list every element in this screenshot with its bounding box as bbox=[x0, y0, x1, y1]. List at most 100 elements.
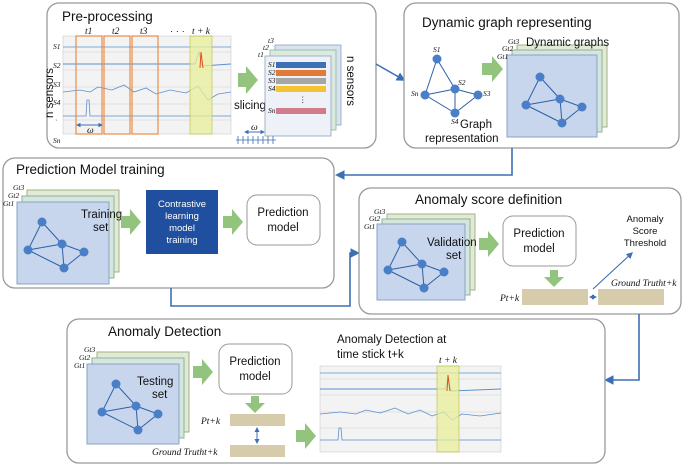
graph-caption-2: representation bbox=[425, 133, 499, 145]
preprocessing-title: Pre-processing bbox=[62, 9, 153, 24]
detection-window-label: t + k bbox=[439, 356, 458, 366]
node-label-s2: S2 bbox=[458, 78, 466, 87]
training-model-line-1: Prediction bbox=[257, 207, 308, 219]
timestep-ticks bbox=[236, 136, 276, 144]
cl-line-1: Contrastive bbox=[158, 199, 206, 210]
stack-label-gt1: Gt1 bbox=[497, 52, 508, 61]
score-down-arrow bbox=[544, 270, 564, 287]
slice-row-dots: ⋮ bbox=[299, 95, 307, 104]
window-label-t3: t3 bbox=[140, 27, 148, 37]
slice-label-t1: t1 bbox=[258, 50, 264, 59]
sensor-timeseries-chart bbox=[62, 35, 232, 135]
cl-line-4: training bbox=[166, 235, 197, 246]
sensor-label-dots: · bbox=[55, 115, 58, 124]
slice-row-s4: S4 bbox=[268, 84, 276, 93]
sensor-label-s2: S2 bbox=[53, 61, 61, 70]
training-title: Prediction Model training bbox=[16, 162, 165, 177]
threshold-line-3: Threshold bbox=[624, 238, 666, 249]
detection-ground-truth-bar bbox=[230, 445, 285, 457]
slice-row-s3: S3 bbox=[268, 76, 276, 85]
score-gt-label: Ground Trutht+k bbox=[611, 279, 677, 289]
score-ground-truth-bar bbox=[598, 289, 664, 305]
sensor-graph bbox=[420, 54, 483, 118]
detection-title: Anomaly Detection bbox=[108, 324, 221, 339]
testing-arrow bbox=[193, 359, 213, 385]
detection-result-chart bbox=[319, 365, 502, 453]
score-prediction-bar bbox=[522, 289, 588, 305]
sensor-label-s3: S3 bbox=[53, 80, 61, 89]
sensor-label-sn: Sn bbox=[53, 136, 61, 145]
node-label-sn: Sn bbox=[411, 89, 419, 98]
slicing-arrow bbox=[238, 66, 258, 94]
dynamic-graph-stack bbox=[506, 44, 608, 138]
anomaly-detection-panel: Anomaly Detection Gt3 Gt2 Gt1 Testing se… bbox=[66, 318, 606, 464]
training-gt2: Gt2 bbox=[8, 191, 20, 200]
slice-label-t3: t3 bbox=[268, 36, 274, 45]
sliced-window-stack bbox=[264, 44, 342, 137]
detection-prediction-model-box bbox=[218, 343, 293, 395]
training-arrow-2 bbox=[223, 209, 243, 235]
cl-line-2: learning bbox=[165, 211, 199, 222]
n-sensors-axis-label: n sensors bbox=[44, 68, 56, 118]
detection-model-line-2: model bbox=[239, 371, 270, 383]
contrastive-learning-box bbox=[146, 190, 218, 254]
slice-label-t2: t2 bbox=[263, 43, 269, 52]
slicing-label: slicing bbox=[234, 100, 266, 112]
score-prediction-model-box bbox=[502, 215, 577, 267]
training-set-label-1: Training bbox=[81, 209, 122, 221]
node-label-s4: S4 bbox=[451, 117, 459, 126]
threshold-line-1: Anomaly bbox=[627, 214, 664, 225]
score-model-line-1: Prediction bbox=[513, 228, 564, 240]
graph-to-stack-arrow bbox=[482, 56, 503, 82]
validation-gt3: Gt3 bbox=[374, 207, 386, 216]
slice-row-s1: S1 bbox=[268, 60, 276, 69]
validation-gt2: Gt2 bbox=[369, 214, 381, 223]
flow-arrow-preprocess-to-graph bbox=[375, 63, 406, 81]
preprocessing-panel: Pre-processing t1 t2 t3 · · · t + k bbox=[44, 2, 377, 149]
window-label-t2: t2 bbox=[112, 27, 120, 37]
sensor-label-s1: S1 bbox=[53, 42, 61, 51]
slice-row-sn: Sn bbox=[268, 106, 276, 115]
stack-label-gt2: Gt2 bbox=[502, 44, 514, 53]
training-set-stack bbox=[16, 189, 120, 285]
validation-set-stack bbox=[376, 213, 476, 301]
testing-gt1: Gt1 bbox=[74, 361, 85, 370]
training-gt3: Gt3 bbox=[13, 183, 25, 192]
slice-row-s2: S2 bbox=[268, 68, 276, 77]
validation-gt1: Gt1 bbox=[364, 222, 375, 231]
detection-result-line-1: Anomaly Detection at bbox=[337, 334, 447, 346]
stack-label-gt3: Gt3 bbox=[508, 37, 520, 46]
stack-n-sensors-label: n sensors bbox=[344, 56, 356, 106]
training-prediction-model-box bbox=[246, 194, 321, 246]
stack-omega-label: ω bbox=[251, 123, 258, 133]
training-set-label-2: set bbox=[93, 222, 109, 234]
threshold-line-2: Score bbox=[633, 226, 658, 237]
testing-set-label-2: set bbox=[152, 389, 168, 401]
dynamic-graph-panel: Dynamic graph representing S1 S2 S3 Sn S… bbox=[403, 2, 680, 149]
anomaly-score-panel: Anomaly score definition Gt3 Gt2 Gt1 Val… bbox=[358, 187, 682, 315]
training-gt1: Gt1 bbox=[3, 199, 14, 208]
training-model-line-2: model bbox=[267, 222, 298, 234]
validation-arrow bbox=[479, 231, 499, 257]
window-label-t1: t1 bbox=[85, 27, 92, 37]
window-label-ellipsis: · · · bbox=[170, 26, 185, 37]
testing-gt2: Gt2 bbox=[79, 353, 91, 362]
validation-set-label-2: set bbox=[446, 250, 462, 262]
omega-label: ω bbox=[87, 126, 94, 136]
score-model-line-2: model bbox=[523, 243, 554, 255]
detection-down-arrow bbox=[245, 396, 265, 413]
training-panel: Prediction Model training Gt3 Gt2 Gt1 Tr… bbox=[2, 157, 335, 289]
dynamic-graphs-title: Dynamic graphs bbox=[526, 37, 609, 49]
cl-line-3: model bbox=[169, 223, 195, 234]
validation-set-label-1: Validation bbox=[427, 237, 477, 249]
training-arrow-1 bbox=[121, 209, 141, 235]
detection-prediction-bar bbox=[230, 414, 285, 426]
sensor-label-s4: S4 bbox=[53, 98, 61, 107]
node-label-s1: S1 bbox=[433, 45, 441, 54]
score-p-label: Pt+k bbox=[499, 294, 520, 304]
graph-caption-1: Graph bbox=[460, 119, 492, 131]
testing-set-label-1: Testing bbox=[137, 376, 173, 388]
window-label-tk: t + k bbox=[192, 27, 211, 37]
flow-arrow-graph-to-training bbox=[335, 148, 513, 180]
